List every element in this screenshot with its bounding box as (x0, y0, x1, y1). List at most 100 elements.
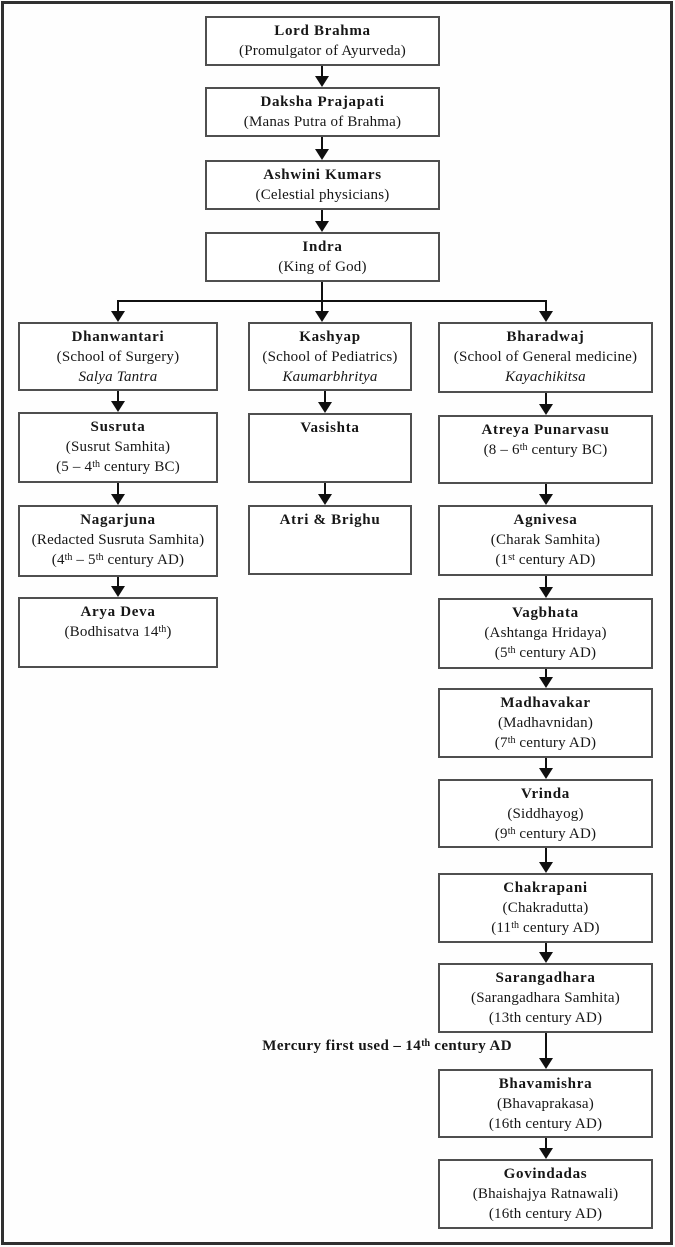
node-subtitle: (Bodhisatva 14th) (64, 624, 172, 640)
node-title: Vagbhata (512, 605, 579, 621)
node-subtitle: (Chakradutta) (502, 900, 589, 916)
node-period: (5th century AD) (494, 645, 597, 661)
arrow-nagarjuna-aryadeva (117, 577, 119, 587)
arrow-indra-dhanwantari (117, 301, 119, 312)
arrow-bharadwaj-atreya (545, 393, 547, 405)
node-period: (16th century AD) (488, 1206, 603, 1222)
node-madhavakar: Madhavakar (Madhavnidan) (7th century AD… (438, 688, 653, 758)
node-subtitle: (Manas Putra of Brahma) (243, 114, 402, 130)
node-sarangadhara: Sarangadhara (Sarangadhara Samhita) (13t… (438, 963, 653, 1033)
arrow-chakrapani-sarangadhara (545, 943, 547, 953)
node-subtitle: (Bhaishajya Ratnawali) (472, 1186, 619, 1202)
node-title: Susruta (90, 419, 146, 435)
node-title: Dhanwantari (71, 329, 165, 345)
node-vasishta: Vasishta (248, 413, 412, 483)
node-subtitle: (School of Surgery) (56, 349, 180, 365)
arrow-bhavamishra-govindadas (545, 1138, 547, 1149)
arrowhead-down-icon (539, 1148, 553, 1159)
node-subtitle: (Charak Samhita) (490, 532, 601, 548)
node-title: Kashyap (299, 329, 361, 345)
arrow-daksha-ashwini (321, 137, 323, 150)
arrow-ashwini-indra (321, 210, 323, 222)
node-subtitle: (Ashtanga Hridaya) (484, 625, 607, 641)
node-dhanwantari: Dhanwantari (School of Surgery) Salya Ta… (18, 322, 218, 391)
arrowhead-down-icon (539, 862, 553, 873)
arrowhead-down-icon (539, 952, 553, 963)
node-ashwini-kumars: Ashwini Kumars (Celestial physicians) (205, 160, 440, 210)
arrow-vasishta-atri (324, 483, 326, 495)
node-vagbhata: Vagbhata (Ashtanga Hridaya) (5th century… (438, 598, 653, 669)
node-title: Agnivesa (513, 512, 578, 528)
node-title: Bharadwaj (506, 329, 585, 345)
arrowhead-down-icon (539, 311, 553, 322)
arrow-vrinda-chakrapani (545, 848, 547, 863)
node-indra: Indra (King of God) (205, 232, 440, 282)
arrowhead-down-icon (315, 311, 329, 322)
node-title: Vrinda (521, 786, 570, 802)
node-school: Kaumarbhritya (282, 369, 378, 385)
node-nagarjuna: Nagarjuna (Redacted Susruta Samhita) (4t… (18, 505, 218, 577)
arrowhead-down-icon (318, 402, 332, 413)
node-atreya-punarvasu: Atreya Punarvasu (8 – 6th century BC) (438, 415, 653, 484)
arrow-sarangadhara-bhavamishra (545, 1033, 547, 1059)
arrow-indra-bharadwaj (545, 301, 547, 312)
arrowhead-down-icon (539, 677, 553, 688)
node-title: Atreya Punarvasu (481, 422, 610, 438)
node-title: Govindadas (503, 1166, 588, 1182)
arrow-agnivesa-vagbhata (545, 576, 547, 588)
node-subtitle: (Sarangadhara Samhita) (471, 990, 620, 1006)
arrowhead-down-icon (539, 1058, 553, 1069)
node-title: Chakrapani (503, 880, 588, 896)
arrow-susruta-nagarjuna (117, 483, 119, 495)
arrow-madhavakar-vrinda (545, 758, 547, 769)
node-subtitle: (School of Pediatrics) (262, 349, 398, 365)
node-period: (16th century AD) (488, 1116, 603, 1132)
node-subtitle: (Madhavnidan) (497, 715, 594, 731)
node-title: Nagarjuna (80, 512, 156, 528)
node-title: Vasishta (300, 420, 360, 436)
mercury-annotation: Mercury first used – 14th century AD (262, 1038, 512, 1054)
node-period: (9th century AD) (494, 826, 597, 842)
node-bharadwaj: Bharadwaj (School of General medicine) K… (438, 322, 653, 393)
arrow-brahma-daksha (321, 66, 323, 77)
node-subtitle: (School of General medicine) (453, 349, 638, 365)
arrowhead-down-icon (315, 76, 329, 87)
node-subtitle: (Susrut Samhita) (65, 439, 171, 455)
node-agnivesa: Agnivesa (Charak Samhita) (1st century A… (438, 505, 653, 576)
branch-crossbar (117, 300, 547, 302)
node-school: Kayachikitsa (505, 369, 586, 385)
node-govindadas: Govindadas (Bhaishajya Ratnawali) (16th … (438, 1159, 653, 1229)
branch-stub (321, 282, 323, 301)
node-period: (13th century AD) (488, 1010, 603, 1026)
arrow-indra-kashyap (321, 301, 323, 312)
node-subtitle: (King of God) (278, 259, 367, 275)
node-period: (7th century AD) (494, 735, 597, 751)
node-subtitle: (Promulgator of Ayurveda) (239, 43, 406, 59)
node-title: Bhavamishra (498, 1076, 593, 1092)
node-school: Salya Tantra (78, 369, 158, 385)
arrowhead-down-icon (539, 587, 553, 598)
node-bhavamishra: Bhavamishra (Bhavaprakasa) (16th century… (438, 1069, 653, 1138)
node-period: (1st century AD) (495, 552, 596, 568)
node-arya-deva: Arya Deva (Bodhisatva 14th) (18, 597, 218, 668)
arrowhead-down-icon (539, 404, 553, 415)
arrow-atreya-agnivesa (545, 484, 547, 495)
node-daksha-prajapati: Daksha Prajapati (Manas Putra of Brahma) (205, 87, 440, 137)
node-subtitle: (Bhavaprakasa) (497, 1096, 594, 1112)
arrowhead-down-icon (111, 586, 125, 597)
arrowhead-down-icon (315, 221, 329, 232)
arrowhead-down-icon (315, 149, 329, 160)
node-title: Ashwini Kumars (263, 167, 382, 183)
arrowhead-down-icon (539, 494, 553, 505)
node-chakrapani: Chakrapani (Chakradutta) (11th century A… (438, 873, 653, 943)
node-period: (11th century AD) (491, 920, 600, 936)
node-title: Daksha Prajapati (260, 94, 385, 110)
node-subtitle: (Redacted Susruta Samhita) (31, 532, 205, 548)
node-title: Atri & Brighu (279, 512, 381, 528)
arrowhead-down-icon (111, 401, 125, 412)
node-subtitle: (Siddhayog) (507, 806, 584, 822)
node-title: Arya Deva (80, 604, 156, 620)
arrowhead-down-icon (111, 311, 125, 322)
arrow-kashyap-vasishta (324, 391, 326, 403)
